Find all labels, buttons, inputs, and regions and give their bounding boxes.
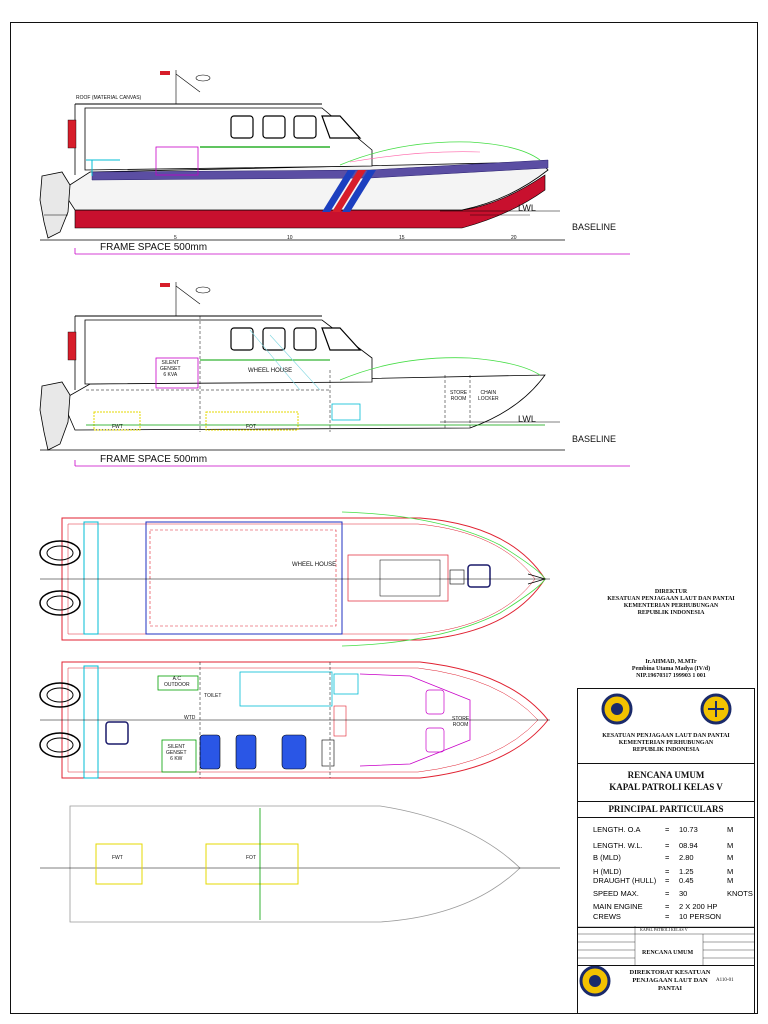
lower-store-room-label: STORE ROOM: [452, 716, 470, 728]
emblem-icon: [601, 693, 633, 725]
lower-plan-view: [39, 661, 550, 779]
tank-fwt-label: FWT: [112, 855, 123, 861]
profile-view: [39, 70, 630, 255]
lwl-label: LWL: [518, 414, 536, 424]
drawing-title: RENCANA UMUM: [627, 770, 705, 780]
particular-row: CREWS=10 PERSON: [593, 912, 722, 921]
hull-bottom: [74, 174, 546, 229]
lower-genset-label: SILENT GENSET 6 KW: [166, 744, 187, 762]
wheel-house-label: WHEEL HOUSE: [248, 368, 293, 374]
chain-locker-label: CHAIN LOCKER: [478, 390, 499, 402]
authority-ministry: KEMENTERIAN PERHUBUNGAN: [623, 603, 719, 609]
drawing-number: A110-01: [716, 978, 734, 983]
tank-plan-view: [40, 805, 560, 923]
frame-space-label: FRAME SPACE 500mm: [100, 454, 208, 465]
drawing-frame: [10, 22, 758, 1014]
ministry-emblem-icon: [700, 693, 732, 725]
sheet-grid: [577, 926, 755, 966]
sheet-vessel: KAPAL PATROLI KELAS V: [640, 927, 688, 932]
outboard-engine-icon: [39, 381, 71, 451]
principal-particulars-header: PRINCIPAL PARTICULARS: [608, 804, 724, 814]
silent-genset-label: SILENT GENSET 6 KVA: [160, 360, 181, 378]
deck-plan-view: [39, 511, 550, 647]
tb-ministry: KEMENTERIAN PERHUBUNGAN: [618, 740, 714, 746]
lwl-label: LWL: [518, 203, 536, 213]
section-view: [39, 282, 630, 467]
fot-label: FOT: [246, 424, 256, 430]
tick-label: 15: [399, 235, 405, 241]
outboard-engine-icon: [39, 171, 71, 239]
frame-space-label: FRAME SPACE 500mm: [100, 242, 208, 253]
fwt-label: FWT: [112, 424, 123, 430]
wtd-label: WTD: [184, 715, 196, 721]
footer-dir-3: PANTAI: [658, 985, 682, 992]
store-room-label: STORE ROOM: [450, 390, 468, 402]
tick-label: 10: [287, 235, 293, 241]
footer-dir-1: DIREKTORAT KESATUAN: [629, 969, 711, 976]
tick-label: 5: [174, 235, 177, 241]
authority-title: DIREKTUR: [654, 589, 688, 595]
signer-rank: Pembina Utama Madya (IV/d): [631, 666, 711, 672]
baseline-label: BASELINE: [572, 434, 617, 444]
tb-org: KESATUAN PENJAGAAN LAUT DAN PANTAI: [602, 733, 730, 739]
ac-outdoor-label: A.C OUTDOOR: [164, 676, 190, 688]
toilet-label: TOILET: [204, 693, 222, 699]
vessel-class: KAPAL PATROLI KELAS V: [609, 782, 723, 792]
canvas-roof-label: ROOF (MATERIAL CANVAS): [76, 95, 142, 101]
baseline-label: BASELINE: [572, 222, 617, 232]
authority-country: REPUBLIK INDONESIA: [637, 610, 705, 616]
signer-nip: NIP.19670317 199903 1 001: [636, 673, 706, 679]
footer-dir-2: PENJAGAAN LAUT DAN: [632, 977, 708, 984]
tb-country: REPUBLIK INDONESIA: [632, 747, 700, 753]
sheet-title: RENCANA UMUM: [642, 950, 694, 956]
authority-org: KESATUAN PENJAGAAN LAUT DAN PANTAI: [607, 596, 735, 602]
signer-name: Ir.AHMAD, M.MTr: [645, 659, 697, 665]
tank-fot-label: FOT: [246, 855, 256, 861]
title-block: [577, 688, 755, 1014]
deck-wheel-house-label: WHEEL HOUSE: [292, 562, 337, 568]
particular-row: MAIN ENGINE=2 X 200 HP: [593, 902, 718, 911]
tick-label: 20: [511, 235, 517, 241]
footer-emblem-icon: [579, 965, 611, 997]
